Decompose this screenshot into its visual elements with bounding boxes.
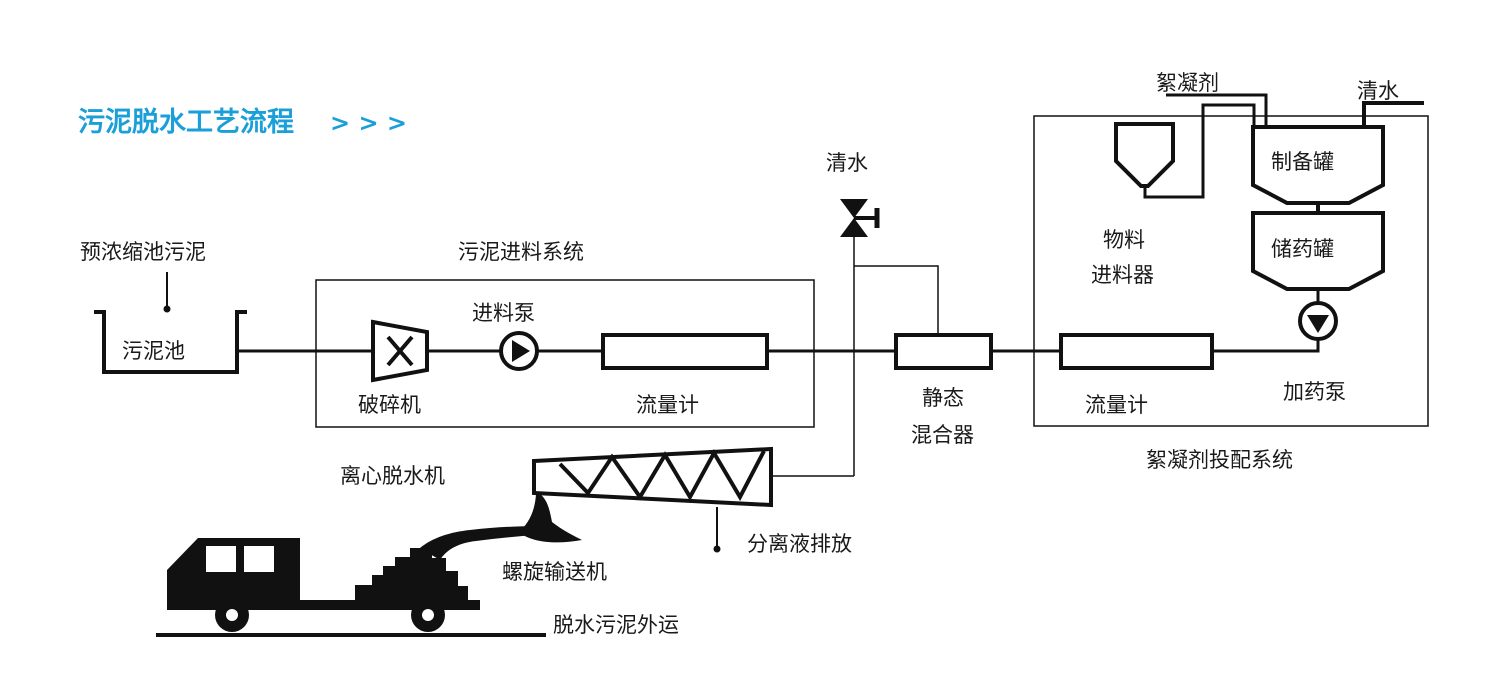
dosing-system-box (1033, 115, 1429, 427)
hopper-icon (1114, 122, 1175, 188)
static-mixer-label-2: 混合器 (911, 423, 974, 447)
feed-system-label: 污泥进料系统 (458, 240, 584, 264)
screw-conveyor-icon (420, 526, 545, 560)
water-line (1362, 101, 1424, 127)
tank-icon (1251, 211, 1385, 291)
sludge-transport-label: 脱水污泥外运 (553, 613, 679, 637)
static-mixer (894, 333, 993, 370)
tank-icon (1251, 125, 1385, 205)
material-feeder-label-1: 物料 (1103, 228, 1145, 252)
sludge-tank (94, 310, 247, 374)
diagram-title: 污泥脱水工艺流程 (78, 107, 294, 138)
title-arrows: > > > (330, 109, 407, 137)
feed-pump-label: 进料泵 (472, 301, 535, 325)
dosing-system-label: 絮凝剂投配系统 (1146, 448, 1293, 472)
flocculant-label: 絮凝剂 (1156, 71, 1219, 95)
pointer-dot (713, 545, 721, 553)
storage-tank-label: 储药罐 (1271, 237, 1334, 261)
truck-icon (156, 538, 546, 637)
screw-conveyor-label: 螺旋输送机 (502, 560, 607, 584)
material-feeder-label-2: 进料器 (1091, 263, 1154, 287)
centrifuge-label: 离心脱水机 (340, 464, 445, 488)
clear-water-2-label: 清水 (1357, 79, 1399, 103)
dosing-pump-label: 加药泵 (1283, 380, 1346, 404)
flowmeter-1 (601, 333, 769, 370)
crusher-label: 破碎机 (358, 393, 421, 417)
centrifuge-icon (519, 446, 773, 543)
feeder-line (1143, 103, 1256, 199)
pipe (1212, 339, 1320, 353)
feed-system-box (315, 279, 815, 428)
flowmeter-2-label: 流量计 (1085, 393, 1148, 417)
pump-icon (499, 331, 539, 371)
prep-tank-label: 制备罐 (1271, 150, 1334, 174)
valve-icon (840, 199, 880, 237)
static-mixer-label-1: 静态 (922, 386, 964, 410)
separated-liquid-label: 分离液排放 (747, 532, 852, 556)
pre-tank-sludge-label: 预浓缩池污泥 (80, 240, 206, 264)
water-line (854, 265, 939, 335)
pointer-dot (163, 305, 171, 313)
flowmeter-2 (1059, 333, 1214, 370)
pump-icon (1298, 301, 1338, 341)
clear-water-1-label: 清水 (826, 151, 868, 175)
flowmeter-1-label: 流量计 (636, 393, 699, 417)
crusher-icon (371, 319, 429, 383)
sludge-tank-label: 污泥池 (122, 339, 185, 363)
flocculant-line (1166, 93, 1268, 127)
